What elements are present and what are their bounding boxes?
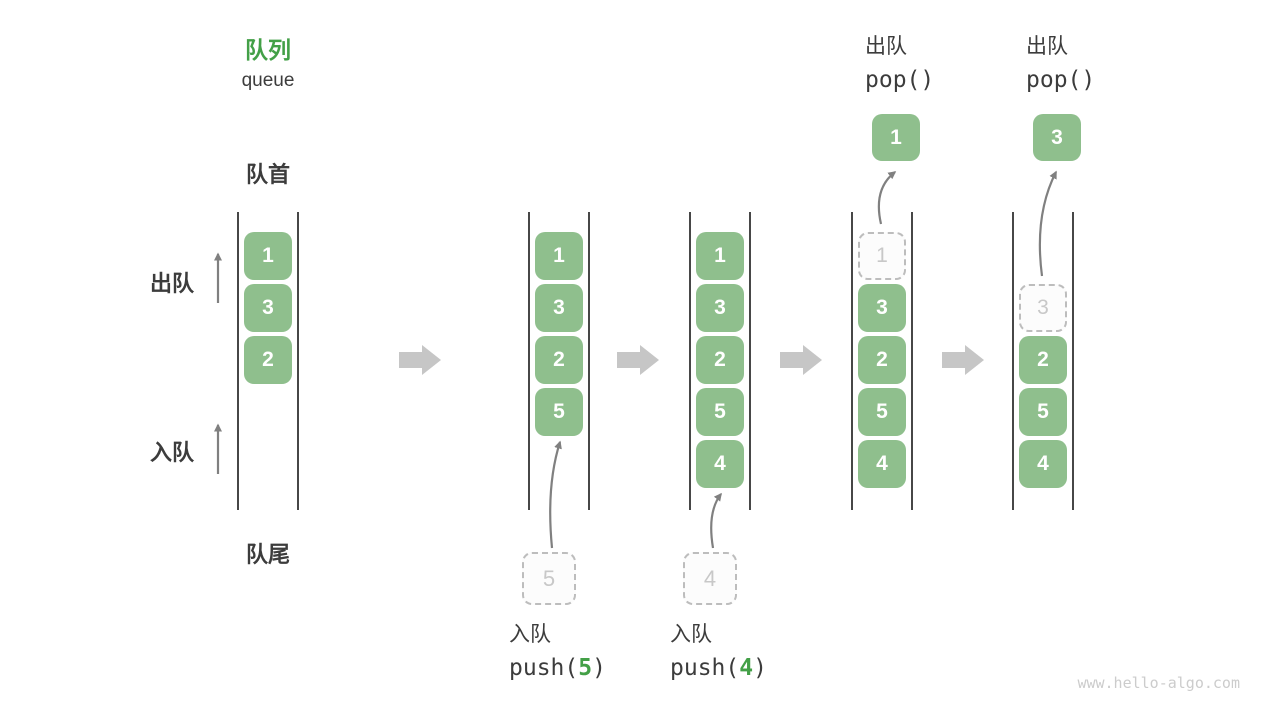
popped-cell: 3 xyxy=(1033,114,1081,161)
queue-cell: 5 xyxy=(535,388,583,436)
queue-wall-left xyxy=(689,212,691,510)
op-code-arg: 5 xyxy=(578,655,593,681)
diagram-title-en: queue xyxy=(241,70,295,91)
state-transition-arrow xyxy=(399,345,441,375)
popped-cell: 1 xyxy=(872,114,920,161)
watermark: www.hello-algo.com xyxy=(1077,674,1240,692)
queue-front-label: 队首 xyxy=(245,162,290,187)
op-code-prefix: pop() xyxy=(1026,67,1096,93)
op-code-prefix: push( xyxy=(670,655,740,681)
op-code-prefix: push( xyxy=(509,655,579,681)
queue-wall-right xyxy=(297,212,299,510)
queue-cell: 2 xyxy=(1019,336,1067,384)
pop-arrow xyxy=(877,171,897,225)
queue-cell: 2 xyxy=(696,336,744,384)
queue-cell: 5 xyxy=(858,388,906,436)
queue-cell: 3 xyxy=(244,284,292,332)
state-transition-arrow xyxy=(942,345,984,375)
enqueue-op-label: 入队 xyxy=(670,623,712,646)
incoming-cell-placeholder: 5 xyxy=(522,552,576,605)
state-transition-arrow xyxy=(780,345,822,375)
enqueue-op-code: push(5) xyxy=(509,655,606,681)
queue-wall-right xyxy=(588,212,590,510)
queue-wall-right xyxy=(749,212,751,510)
queue-cell: 1 xyxy=(535,232,583,280)
push-arrow xyxy=(549,440,562,549)
incoming-cell-placeholder: 4 xyxy=(683,552,737,605)
queue-wall-left xyxy=(237,212,239,510)
queue-wall-left xyxy=(528,212,530,510)
queue-cell: 1 xyxy=(244,232,292,280)
push-arrow xyxy=(710,492,722,549)
popped-cell-placeholder: 3 xyxy=(1019,284,1067,332)
queue-cell: 3 xyxy=(535,284,583,332)
queue-cell: 5 xyxy=(1019,388,1067,436)
dequeue-op-code: pop() xyxy=(1026,67,1095,93)
queue-cell: 2 xyxy=(244,336,292,384)
queue-wall-left xyxy=(851,212,853,510)
diagram-title-zh: 队列 xyxy=(245,37,291,63)
enqueue-side-label: 入队 xyxy=(150,440,195,465)
queue-cell: 4 xyxy=(1019,440,1067,488)
queue-wall-right xyxy=(1072,212,1074,510)
popped-cell-placeholder: 1 xyxy=(858,232,906,280)
queue-cell: 3 xyxy=(696,284,744,332)
queue-rear-label: 队尾 xyxy=(245,542,290,567)
queue-wall-left xyxy=(1012,212,1014,510)
dequeue-side-label: 出队 xyxy=(150,271,195,296)
queue-cell: 5 xyxy=(696,388,744,436)
queue-cell: 3 xyxy=(858,284,906,332)
dequeue-op-label: 出队 xyxy=(1026,35,1068,58)
queue-cell: 2 xyxy=(858,336,906,384)
queue-wall-right xyxy=(911,212,913,510)
queue-cell: 2 xyxy=(535,336,583,384)
state-transition-arrow xyxy=(617,345,659,375)
op-code-suffix: ) xyxy=(753,655,767,681)
pop-arrow xyxy=(1038,170,1057,277)
op-code-prefix: pop() xyxy=(865,67,935,93)
queue-cell: 4 xyxy=(858,440,906,488)
enqueue-op-label: 入队 xyxy=(509,623,551,646)
dequeue-op-code: pop() xyxy=(865,67,934,93)
op-code-arg: 4 xyxy=(739,655,754,681)
op-code-suffix: ) xyxy=(592,655,606,681)
dequeue-op-label: 出队 xyxy=(865,35,907,58)
queue-cell: 4 xyxy=(696,440,744,488)
enqueue-op-code: push(4) xyxy=(670,655,767,681)
queue-cell: 1 xyxy=(696,232,744,280)
